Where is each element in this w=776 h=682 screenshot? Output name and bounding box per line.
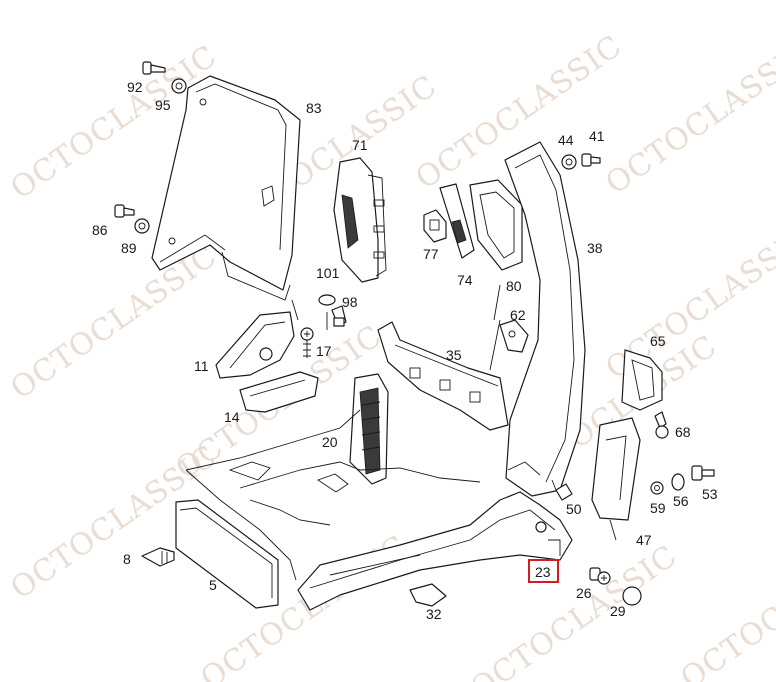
part-80-frame[interactable] (469, 179, 523, 271)
callout-59[interactable]: 59 (650, 500, 666, 516)
callout-32[interactable]: 32 (426, 606, 442, 622)
callout-44[interactable]: 44 (558, 132, 574, 148)
callout-20[interactable]: 20 (322, 434, 338, 450)
callout-35[interactable]: 35 (446, 347, 462, 363)
callout-8[interactable]: 8 (123, 551, 131, 567)
part-74-panel[interactable] (439, 183, 475, 259)
callout-14[interactable]: 14 (224, 409, 240, 425)
part-77-clip[interactable] (423, 209, 447, 243)
part-83-rear-cover[interactable] (151, 75, 301, 301)
part-32-clip[interactable] (409, 583, 447, 607)
callout-101[interactable]: 101 (316, 265, 340, 281)
part-38-pillar-trim[interactable] (504, 141, 586, 497)
part-95-washer[interactable] (171, 78, 187, 94)
part-20-panel[interactable] (349, 373, 389, 485)
callout-65[interactable]: 65 (650, 333, 666, 349)
watermark: OCTOCLASSIC (465, 538, 684, 682)
part-56-washer[interactable] (671, 473, 685, 491)
callout-86[interactable]: 86 (92, 222, 108, 238)
part-101-washer[interactable] (318, 294, 336, 306)
highlight-box-23 (528, 559, 559, 583)
part-92-screw[interactable] (142, 61, 166, 75)
part-35-carrier[interactable] (377, 321, 509, 431)
leader-lines (291, 284, 617, 541)
part-53-bolt[interactable] (691, 465, 715, 481)
part-89-washer[interactable] (134, 218, 150, 234)
callout-53[interactable]: 53 (702, 486, 718, 502)
part-14-trim-strip[interactable] (239, 371, 319, 413)
part-26-screw[interactable] (589, 567, 611, 585)
part-47-end-cap[interactable] (591, 417, 641, 521)
part-11-bracket[interactable] (215, 311, 295, 379)
part-5-kick-panel[interactable] (175, 499, 279, 609)
callout-89[interactable]: 89 (121, 240, 137, 256)
part-41-screw[interactable] (581, 153, 601, 167)
callout-98[interactable]: 98 (342, 294, 358, 310)
part-65-bracket[interactable] (621, 349, 663, 411)
callout-74[interactable]: 74 (457, 272, 473, 288)
callout-labels: 92 95 83 71 44 41 86 89 77 74 80 38 101 … (92, 79, 718, 622)
callout-38[interactable]: 38 (587, 240, 603, 256)
callout-47[interactable]: 47 (636, 532, 652, 548)
callout-95[interactable]: 95 (155, 97, 171, 113)
part-59-lock-washer[interactable] (650, 481, 664, 495)
callout-83[interactable]: 83 (306, 100, 322, 116)
part-29-cap[interactable] (622, 586, 642, 606)
part-62-clip[interactable] (499, 319, 529, 353)
part-17-screw[interactable] (300, 327, 314, 358)
part-8-push-clip[interactable] (141, 547, 175, 567)
callout-71[interactable]: 71 (352, 137, 368, 153)
part-68-screw[interactable] (654, 411, 669, 439)
callout-92[interactable]: 92 (127, 79, 143, 95)
callout-26[interactable]: 26 (576, 585, 592, 601)
part-86-screw[interactable] (114, 204, 135, 218)
callout-5[interactable]: 5 (209, 577, 217, 593)
callout-29[interactable]: 29 (610, 603, 626, 619)
part-98-screw[interactable] (331, 305, 347, 327)
callout-56[interactable]: 56 (673, 493, 689, 509)
callout-68[interactable]: 68 (675, 424, 691, 440)
watermark: OCTOCLASSIC (5, 238, 224, 406)
callout-80[interactable]: 80 (506, 278, 522, 294)
callout-23[interactable]: 23 (535, 564, 551, 580)
callout-11[interactable]: 11 (194, 358, 209, 374)
callout-41[interactable]: 41 (589, 128, 605, 144)
part-71-side-trim[interactable] (333, 157, 387, 283)
callout-17[interactable]: 17 (316, 343, 332, 359)
callout-62[interactable]: 62 (510, 307, 526, 323)
callout-77[interactable]: 77 (423, 246, 439, 262)
part-23-sill-panel[interactable] (297, 491, 573, 611)
callout-50[interactable]: 50 (566, 501, 582, 517)
part-floor-structure (185, 409, 481, 581)
part-44-washer[interactable] (561, 154, 577, 170)
watermark: OCTOCLASSIC (675, 528, 776, 682)
part-50-clip[interactable] (555, 483, 573, 501)
